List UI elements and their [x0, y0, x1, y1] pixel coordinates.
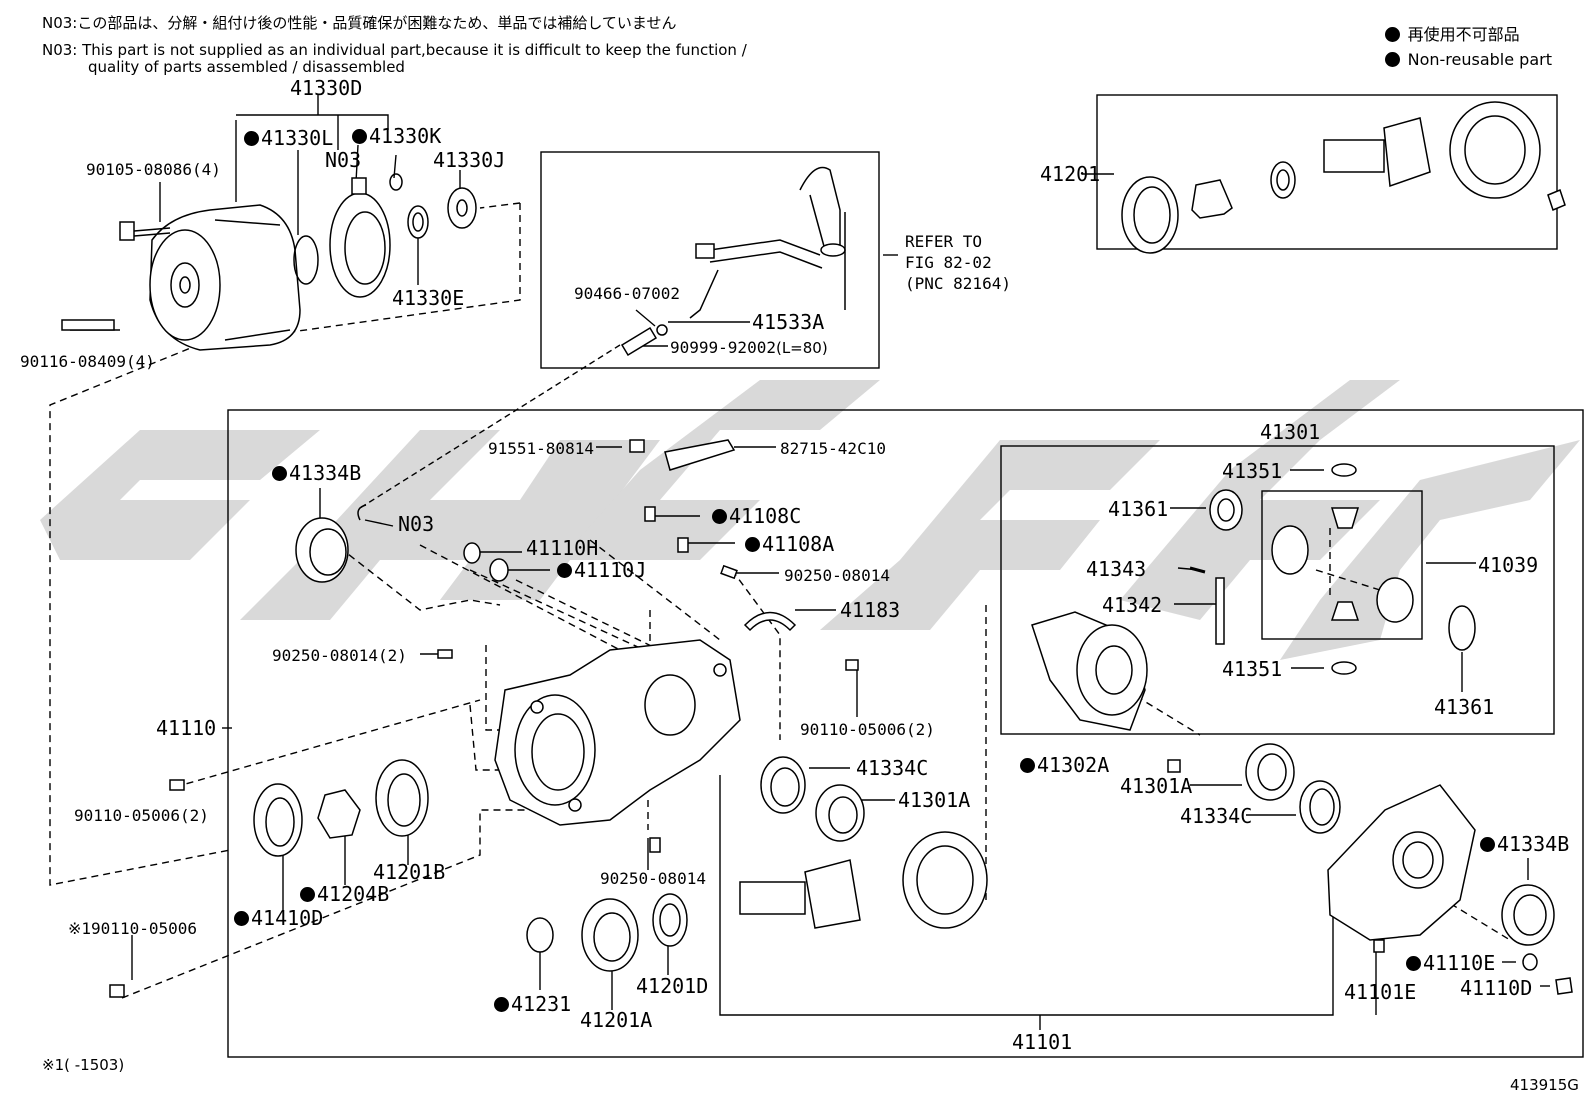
part-label-91551[interactable]: 91551-80814	[488, 439, 594, 458]
part-label-41110[interactable]: 41110	[156, 716, 217, 740]
rear-cover-housing	[149, 204, 301, 351]
part-label-41334B-left[interactable]: 41334B	[272, 463, 361, 483]
part-label-90105[interactable]: 90105-08086(4)	[86, 160, 221, 179]
legend-en: Non-reusable part	[1384, 47, 1552, 72]
part-label-90250-2[interactable]: 90250-08014(2)	[272, 646, 407, 665]
non-reusable-dot-icon	[1384, 52, 1400, 67]
non-reusable-dot-icon	[300, 887, 315, 902]
part-label-41351-top[interactable]: 41351	[1222, 459, 1283, 483]
part-label-41334C-right[interactable]: 41334C	[1180, 804, 1253, 828]
part-label-41343[interactable]: 41343	[1086, 557, 1147, 581]
part-label-41302A[interactable]: 41302A	[1020, 755, 1109, 775]
non-reusable-dot-icon	[234, 911, 249, 926]
non-reusable-dot-icon	[244, 131, 259, 146]
refer-line3: (PNC 82164)	[905, 274, 1011, 293]
assembly-box-41039	[1261, 490, 1423, 640]
part-label-90250-bottom[interactable]: 90250-08014	[600, 869, 706, 888]
part-label-N03-top[interactable]: N03	[325, 148, 362, 172]
part-label-41204B[interactable]: 41204B	[300, 884, 389, 904]
part-label-41330E[interactable]: 41330E	[392, 286, 465, 310]
part-label-41533A[interactable]: 41533A	[752, 310, 825, 334]
non-reusable-dot-icon	[557, 563, 572, 578]
part-label-41039[interactable]: 41039	[1478, 553, 1539, 577]
part-label-90110-left[interactable]: 90110-05006(2)	[74, 806, 209, 825]
refer-line2: FIG 82-02	[905, 253, 992, 272]
non-reusable-dot-icon	[352, 129, 367, 144]
ring-pinion-41201	[1121, 101, 1566, 254]
part-label-41183[interactable]: 41183	[840, 598, 901, 622]
non-reusable-dot-icon	[1384, 27, 1400, 42]
part-label-41330D[interactable]: 41330D	[290, 76, 363, 100]
part-label-41201B[interactable]: 41201B	[373, 860, 446, 884]
non-reusable-dot-icon	[272, 466, 287, 481]
part-label-41301A-right[interactable]: 41301A	[1120, 774, 1193, 798]
part-label-41108C[interactable]: 41108C	[712, 506, 801, 526]
legend: 再使用不可部品 Non-reusable part	[1384, 22, 1552, 72]
part-label-41334B-right[interactable]: 41334B	[1480, 834, 1569, 854]
stud-90116	[61, 319, 115, 331]
figure-code: 413915G	[1510, 1076, 1579, 1094]
non-reusable-dot-icon	[712, 509, 727, 524]
part-label-41361-right[interactable]: 41361	[1434, 695, 1495, 719]
part-label-41301A[interactable]: 41301A	[898, 788, 971, 812]
assembly-box-41201	[1096, 94, 1558, 250]
part-label-41334C[interactable]: 41334C	[856, 756, 929, 780]
part-label-41101[interactable]: 41101	[1012, 1030, 1073, 1054]
note-english-line1: N03: This part is not supplied as an ind…	[42, 41, 747, 59]
diff-cover-41101E	[1327, 784, 1476, 941]
note-japanese: N03:この部品は、分解・組付け後の性能・品質確保が困難なため、単品では補給して…	[42, 14, 677, 32]
part-label-90110-right[interactable]: 90110-05006(2)	[800, 720, 935, 739]
non-reusable-dot-icon	[1020, 758, 1035, 773]
part-label-90116[interactable]: 90116-08409(4)	[20, 352, 155, 371]
assembly-box-41301	[1000, 445, 1555, 735]
part-label-90250-top[interactable]: 90250-08014	[784, 566, 890, 585]
part-label-90110-note1[interactable]: ※190110-05006	[68, 919, 197, 938]
part-label-41201A[interactable]: 41201A	[580, 1008, 653, 1032]
non-reusable-dot-icon	[745, 537, 760, 552]
footnote: ※1( -1503)	[42, 1056, 125, 1074]
refer-line1: REFER TO	[905, 232, 983, 251]
non-reusable-dot-icon	[1406, 956, 1421, 971]
part-label-90466[interactable]: 90466-07002	[574, 284, 680, 303]
part-label-90999[interactable]: 90999-92002(L=80)	[670, 338, 828, 357]
non-reusable-dot-icon	[1480, 837, 1495, 852]
legend-jp: 再使用不可部品	[1384, 22, 1552, 47]
part-label-82715[interactable]: 82715-42C10	[780, 439, 886, 458]
part-label-41301[interactable]: 41301	[1260, 420, 1321, 444]
part-label-41351-bottom[interactable]: 41351	[1222, 657, 1283, 681]
bolt-90105	[119, 221, 171, 241]
part-label-41110J[interactable]: 41110J	[557, 560, 646, 580]
part-label-41101E[interactable]: 41101E	[1344, 980, 1417, 1004]
diff-carrier-41110	[494, 639, 741, 826]
part-label-41110D[interactable]: 41110D	[1460, 976, 1533, 1000]
pinion-gear	[739, 831, 988, 929]
diff-case-41301	[1031, 611, 1148, 731]
part-label-41110H[interactable]: 41110H	[526, 536, 599, 560]
part-label-41342[interactable]: 41342	[1102, 593, 1163, 617]
part-label-41201D[interactable]: 41201D	[636, 974, 709, 998]
part-label-41330K[interactable]: 41330K	[352, 126, 441, 146]
part-label-41410D[interactable]: 41410D	[234, 908, 323, 928]
part-label-N03-mid[interactable]: N03	[398, 512, 435, 536]
part-label-41330L[interactable]: 41330L	[244, 128, 333, 148]
part-label-41201[interactable]: 41201	[1040, 162, 1101, 186]
part-label-41330J[interactable]: 41330J	[433, 148, 506, 172]
watermark	[40, 380, 1580, 660]
part-label-41108A[interactable]: 41108A	[745, 534, 834, 554]
part-label-41361-left[interactable]: 41361	[1108, 497, 1169, 521]
part-label-41231[interactable]: 41231	[494, 994, 571, 1014]
part-label-41110E[interactable]: 41110E	[1406, 953, 1495, 973]
note-english-line2: quality of parts assembled / disassemble…	[88, 58, 405, 76]
inset-box-hose	[540, 151, 880, 369]
breather-hose	[620, 166, 846, 357]
non-reusable-dot-icon	[494, 997, 509, 1012]
main-assembly-box	[227, 409, 1584, 1058]
